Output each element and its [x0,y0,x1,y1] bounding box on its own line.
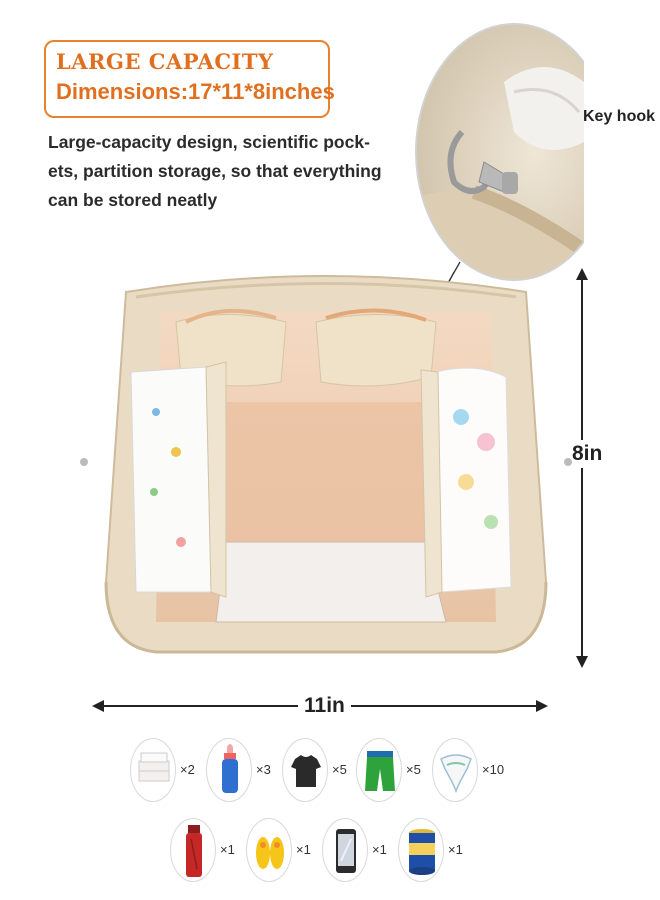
item-qty: ×1 [372,842,387,857]
title-box: LARGE CAPACITY Dimensions:17*11*8inches [44,40,335,118]
item-qty: ×1 [220,842,235,857]
wipes-icon [138,752,170,782]
description: Large-capacity design, scientific pock- … [48,128,382,215]
item-qty: ×10 [482,762,505,777]
key-hook-label: Key hook [583,108,656,125]
headline: LARGE CAPACITY [56,49,274,74]
item-qty: ×2 [180,762,195,777]
description-line: can be stored neatly [48,190,218,210]
height-label: 8in [572,440,603,468]
item-qty: ×1 [448,842,463,857]
items-row-2: ×1 ×1 ×1 [0,818,660,888]
items-row-1: ×2 ×3 ×5 ×5 [0,738,660,808]
thermos-icon [186,825,202,877]
description-line: ets, partition storage, so that everythi… [48,161,382,181]
item-qty: ×3 [256,762,271,777]
key-hook-zoom-image [415,23,584,282]
item-qty: ×5 [406,762,421,777]
slippers-icon [256,837,284,869]
item-qty: ×1 [296,842,311,857]
diaper-bag-image [80,275,572,654]
dimensions-text: Dimensions:17*11*8inches [56,79,335,105]
item-qty: ×5 [332,762,347,777]
pants-icon [365,751,395,791]
baby-bottle-icon [222,744,238,793]
formula-can-icon [409,829,435,875]
width-label: 11in [298,694,351,718]
height-arrow [576,268,588,668]
phone-icon [336,829,356,873]
description-line: Large-capacity design, scientific pock- [48,132,370,152]
tshirt-icon [291,755,321,787]
diaper-icon [440,754,472,794]
